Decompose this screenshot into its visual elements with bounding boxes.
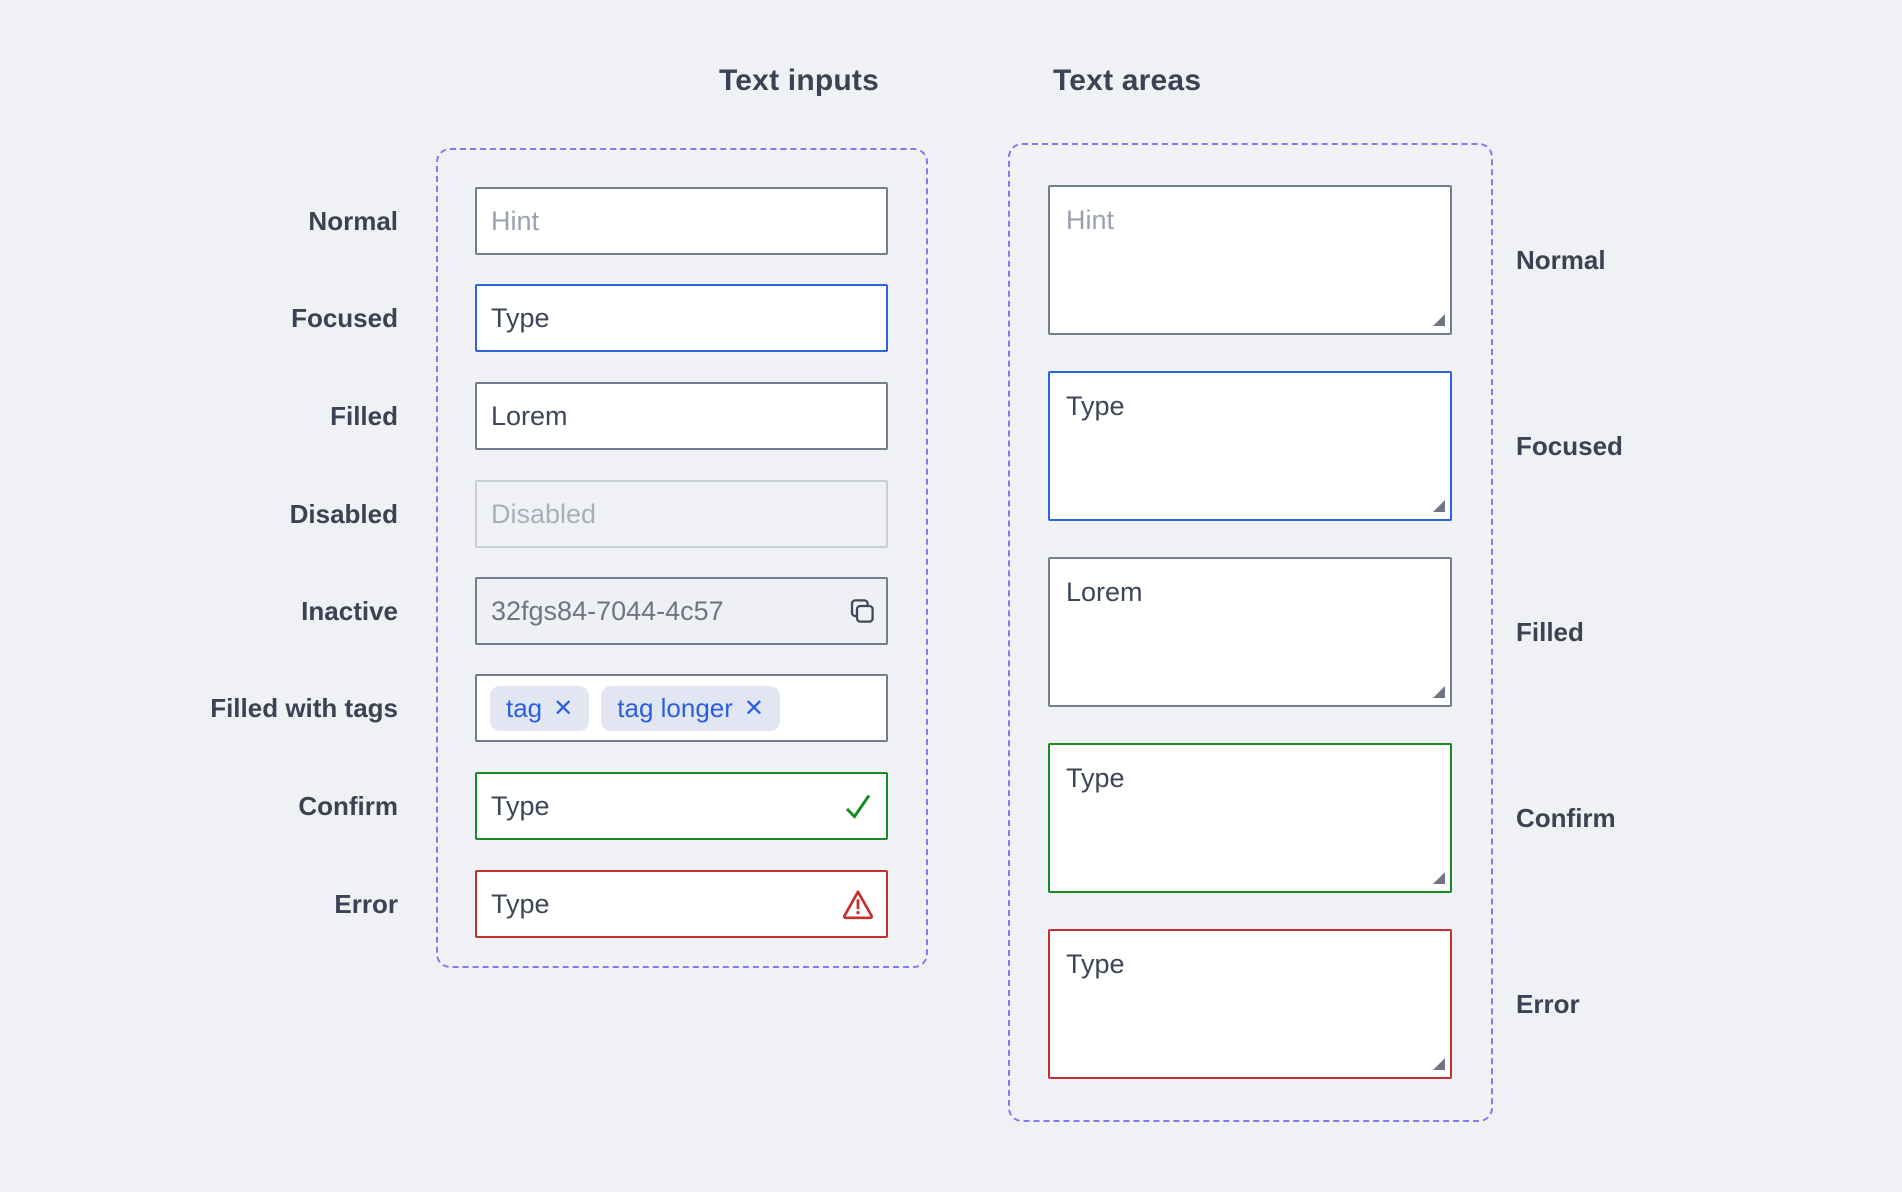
text-input-inactive — [475, 577, 888, 645]
textarea-row-error: Type — [1048, 929, 1452, 1079]
text-input-focused[interactable] — [475, 284, 888, 352]
textarea-confirm[interactable]: Type — [1048, 743, 1452, 893]
text-inputs-panel — [436, 148, 928, 968]
tag-chip: tag longer ✕ — [601, 685, 781, 731]
tag-chip: tag ✕ — [490, 685, 590, 731]
text-inputs-title: Text inputs — [719, 64, 879, 97]
text-areas-panel — [1008, 143, 1493, 1122]
textarea-error[interactable]: Type — [1048, 929, 1452, 1079]
input-state-label-error: Error — [334, 889, 398, 919]
text-input-row-normal — [475, 187, 888, 255]
textarea-normal[interactable] — [1048, 185, 1452, 335]
textarea-row-filled: Lorem — [1048, 557, 1452, 707]
input-state-label-focused: Focused — [291, 303, 398, 333]
text-input-row-filled — [475, 382, 888, 450]
input-state-label-confirm: Confirm — [298, 791, 398, 821]
input-state-label-inactive: Inactive — [301, 596, 398, 626]
input-state-label-filled: Filled — [330, 401, 398, 431]
resize-handle[interactable] — [1433, 314, 1445, 326]
textarea-filled[interactable]: Lorem — [1048, 557, 1452, 707]
text-input-error[interactable] — [475, 870, 888, 938]
text-input-disabled — [475, 480, 888, 548]
text-areas-title: Text areas — [1053, 64, 1202, 97]
input-state-label-normal: Normal — [308, 206, 398, 236]
resize-handle[interactable] — [1433, 500, 1445, 512]
text-input-row-confirm — [475, 772, 888, 840]
resize-handle[interactable] — [1433, 686, 1445, 698]
text-input-row-inactive — [475, 577, 888, 645]
input-state-label-tags: Filled with tags — [210, 693, 398, 723]
copy-icon[interactable] — [847, 596, 877, 626]
remove-tag-icon[interactable]: ✕ — [743, 694, 765, 722]
input-state-label-disabled: Disabled — [289, 499, 398, 529]
text-input-row-focused — [475, 284, 888, 352]
tag-label: tag longer — [617, 692, 733, 723]
text-input-row-tags: tag ✕ tag longer ✕ — [475, 674, 888, 742]
resize-handle[interactable] — [1433, 872, 1445, 884]
text-input-normal[interactable] — [475, 187, 888, 255]
text-input-with-tags[interactable]: tag ✕ tag longer ✕ — [475, 674, 888, 742]
check-icon — [845, 794, 871, 819]
tag-label: tag — [506, 692, 543, 723]
textarea-state-label-normal: Normal — [1516, 245, 1606, 275]
textarea-state-label-filled: Filled — [1516, 617, 1584, 647]
textarea-row-confirm: Type — [1048, 743, 1452, 893]
text-input-filled[interactable] — [475, 382, 888, 450]
resize-handle[interactable] — [1433, 1058, 1445, 1070]
textarea-row-normal — [1048, 185, 1452, 335]
text-input-row-error — [475, 870, 888, 938]
textarea-state-label-error: Error — [1516, 989, 1580, 1019]
warning-icon — [842, 890, 874, 920]
textarea-focused[interactable]: Type — [1048, 371, 1452, 521]
textarea-state-label-confirm: Confirm — [1516, 803, 1616, 833]
textarea-row-focused: Type — [1048, 371, 1452, 521]
textarea-state-label-focused: Focused — [1516, 431, 1623, 461]
text-input-confirm[interactable] — [475, 772, 888, 840]
remove-tag-icon[interactable]: ✕ — [553, 694, 574, 722]
text-input-row-disabled — [475, 480, 888, 548]
